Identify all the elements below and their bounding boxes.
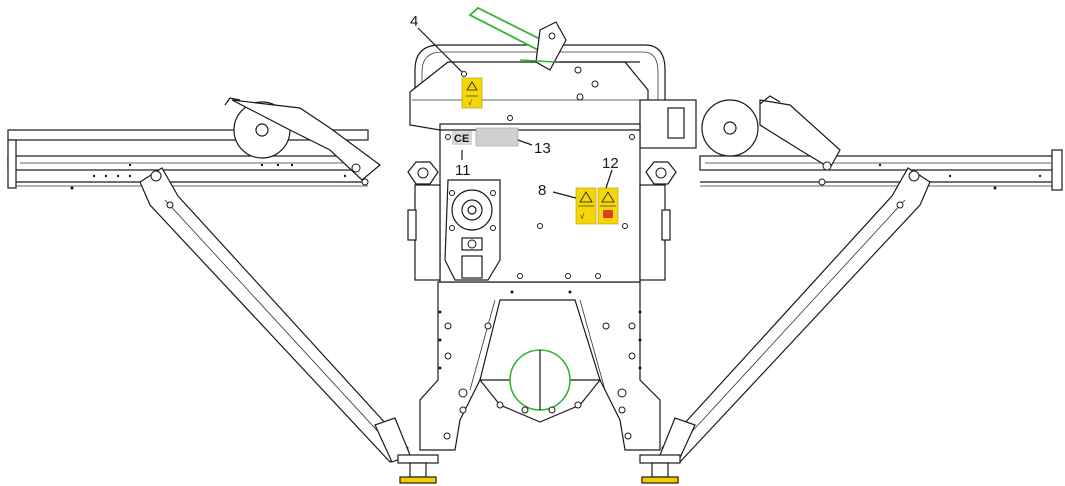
svg-text:CE: CE bbox=[454, 133, 469, 145]
callout-13-leader bbox=[517, 139, 533, 146]
svg-text:√: √ bbox=[468, 99, 472, 107]
right-foot bbox=[639, 454, 681, 484]
callout-4: 4 bbox=[410, 13, 418, 30]
right-adjustment-knob bbox=[645, 161, 677, 185]
callout-12: 12 bbox=[602, 155, 619, 172]
left-adjustment-knob bbox=[407, 161, 439, 185]
callout-leaders bbox=[417, 27, 613, 199]
left-conveyor-table bbox=[7, 129, 369, 190]
svg-text:√: √ bbox=[580, 212, 585, 221]
right-dough-roller bbox=[701, 95, 841, 186]
right-diagonal-leg bbox=[659, 167, 931, 463]
gearbox-housing bbox=[444, 179, 501, 281]
warning-label-12 bbox=[597, 187, 619, 225]
right-conveyor-table bbox=[699, 149, 1063, 191]
hand-lever bbox=[468, 6, 640, 71]
ce-mark-icon: CE bbox=[452, 131, 472, 145]
callout-13: 13 bbox=[534, 140, 551, 157]
warning-label-4: √ bbox=[461, 77, 483, 109]
central-base-stand bbox=[419, 281, 661, 451]
warning-label-8: √ bbox=[575, 187, 597, 225]
left-dough-roller bbox=[224, 97, 381, 186]
left-foot bbox=[397, 454, 439, 484]
left-diagonal-leg bbox=[139, 167, 411, 463]
callout-11: 11 bbox=[455, 162, 471, 179]
callout-8: 8 bbox=[538, 182, 546, 199]
rating-plate bbox=[475, 127, 519, 147]
